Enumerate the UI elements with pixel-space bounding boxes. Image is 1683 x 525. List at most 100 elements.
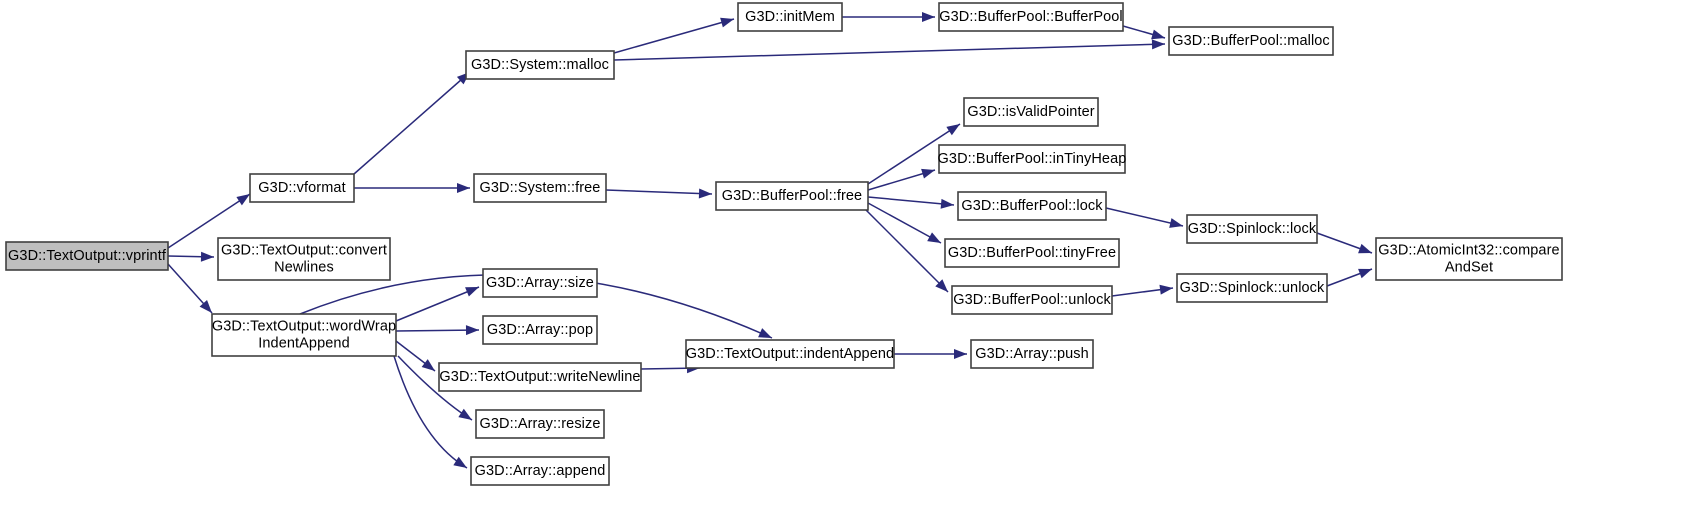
node-box[interactable] <box>482 315 598 345</box>
node-box[interactable] <box>482 268 598 298</box>
graph-node-arrayPush[interactable]: G3D::Array::push <box>970 339 1094 369</box>
graph-node-inTinyHeap[interactable]: G3D::BufferPool::inTinyHeap <box>938 144 1127 174</box>
node-box[interactable] <box>438 362 642 392</box>
node-label: Newlines <box>274 259 334 275</box>
graph-node-isValidPointer[interactable]: G3D::isValidPointer <box>963 97 1099 127</box>
arrow-head-icon <box>453 456 467 468</box>
arrow-head-icon <box>720 17 734 28</box>
node-box[interactable] <box>465 50 615 80</box>
graph-node-arrayAppend[interactable]: G3D::Array::append <box>470 456 610 486</box>
node-box[interactable] <box>938 144 1126 174</box>
node-label: G3D::BufferPool::inTinyHeap <box>938 151 1127 167</box>
node-label: G3D::Spinlock::unlock <box>1180 280 1325 296</box>
node-label: G3D::TextOutput::indentAppend <box>686 346 894 362</box>
arrow-head-icon <box>954 349 967 359</box>
node-label: AndSet <box>1445 259 1493 275</box>
call-edge <box>867 202 942 244</box>
graph-node-arrayPop[interactable]: G3D::Array::pop <box>482 315 598 345</box>
node-label: G3D::System::malloc <box>471 57 609 73</box>
graph-node-initMem[interactable]: G3D::initMem <box>737 2 843 32</box>
arrow-head-icon <box>935 279 948 292</box>
arrow-head-icon <box>921 168 935 179</box>
graph-node-vformat[interactable]: G3D::vformat <box>249 173 355 203</box>
graph-node-arraySize[interactable]: G3D::Array::size <box>482 268 598 298</box>
arrow-head-icon <box>465 325 479 336</box>
arrow-head-icon <box>199 299 212 313</box>
node-box[interactable] <box>963 97 1099 127</box>
arrow-head-icon <box>940 198 954 209</box>
graph-node-sysMalloc[interactable]: G3D::System::malloc <box>465 50 615 80</box>
arrow-head-icon <box>1151 39 1165 50</box>
graph-node-arrayResize[interactable]: G3D::Array::resize <box>475 409 605 439</box>
arrow-head-icon <box>236 194 250 206</box>
node-label: G3D::Array::pop <box>487 322 593 338</box>
node-label: G3D::BufferPool::free <box>722 188 862 204</box>
arrow-head-icon <box>1159 284 1173 295</box>
node-label: G3D::Array::size <box>486 275 594 291</box>
node-label: G3D::BufferPool::tinyFree <box>948 245 1116 261</box>
graph-node-sysFree[interactable]: G3D::System::free <box>473 173 607 203</box>
call-edge <box>613 43 1166 61</box>
node-box[interactable] <box>951 285 1113 315</box>
node-label: G3D::Array::resize <box>479 416 600 432</box>
graph-node-writeNewline[interactable]: G3D::TextOutput::writeNewline <box>438 362 642 392</box>
node-label: G3D::Spinlock::lock <box>1188 221 1317 237</box>
node-box[interactable] <box>1375 237 1563 281</box>
graph-node-vprintf[interactable]: G3D::TextOutput::vprintf <box>5 241 169 271</box>
arrow-head-icon <box>200 251 214 262</box>
node-label: G3D::Array::push <box>975 346 1089 362</box>
node-box[interactable] <box>685 339 895 369</box>
node-box[interactable] <box>970 339 1094 369</box>
node-label: G3D::BufferPool::unlock <box>953 292 1111 308</box>
arrow-head-icon <box>1169 218 1183 228</box>
node-label: IndentAppend <box>258 335 350 351</box>
node-box[interactable] <box>475 409 605 439</box>
node-box[interactable] <box>957 191 1107 221</box>
arrow-head-icon <box>927 232 941 243</box>
node-box[interactable] <box>1176 273 1328 303</box>
node-label: G3D::TextOutput::writeNewline <box>439 369 640 385</box>
arrow-head-icon <box>946 124 960 136</box>
node-box[interactable] <box>737 2 843 32</box>
arrow-head-icon <box>1358 268 1372 279</box>
node-label: G3D::TextOutput::convert <box>221 242 387 258</box>
node-box[interactable] <box>1168 26 1334 56</box>
graph-node-bpLock[interactable]: G3D::BufferPool::lock <box>957 191 1107 221</box>
node-label: G3D::isValidPointer <box>967 104 1094 120</box>
node-box[interactable] <box>249 173 355 203</box>
node-box[interactable] <box>473 173 607 203</box>
node-box[interactable] <box>470 456 610 486</box>
node-layer: G3D::TextOutput::vprintfG3D::vformatG3D:… <box>5 2 1563 486</box>
call-edge <box>1105 207 1184 227</box>
node-box[interactable] <box>938 2 1124 32</box>
call-edge <box>353 71 471 175</box>
graph-node-spinUnlock[interactable]: G3D::Spinlock::unlock <box>1176 273 1328 303</box>
arrow-head-icon <box>1358 243 1372 254</box>
arrow-head-icon <box>1151 29 1165 40</box>
graph-node-spinLock[interactable]: G3D::Spinlock::lock <box>1186 214 1318 244</box>
node-label: G3D::AtomicInt32::compare <box>1378 242 1559 258</box>
arrow-head-icon <box>457 183 470 193</box>
node-box[interactable] <box>944 238 1120 268</box>
node-box[interactable] <box>211 313 397 357</box>
call-edge <box>867 123 961 185</box>
graph-node-tinyFree[interactable]: G3D::BufferPool::tinyFree <box>944 238 1120 268</box>
graph-node-bpFree[interactable]: G3D::BufferPool::free <box>715 181 869 211</box>
node-box[interactable] <box>1186 214 1318 244</box>
graph-node-bpUnlock[interactable]: G3D::BufferPool::unlock <box>951 285 1113 315</box>
call-edge <box>867 196 955 206</box>
call-edge <box>395 286 480 322</box>
call-edge <box>613 18 735 54</box>
node-label: G3D::BufferPool::lock <box>961 198 1103 214</box>
node-box[interactable] <box>715 181 869 211</box>
call-edge <box>865 209 949 293</box>
graph-node-bpMalloc[interactable]: G3D::BufferPool::malloc <box>1168 26 1334 56</box>
graph-node-indentAppend[interactable]: G3D::TextOutput::indentAppend <box>685 339 895 369</box>
graph-node-bpBufferPool[interactable]: G3D::BufferPool::BufferPool <box>938 2 1124 32</box>
node-box[interactable] <box>217 237 391 281</box>
node-box[interactable] <box>5 241 169 271</box>
node-label: G3D::vformat <box>258 180 345 196</box>
